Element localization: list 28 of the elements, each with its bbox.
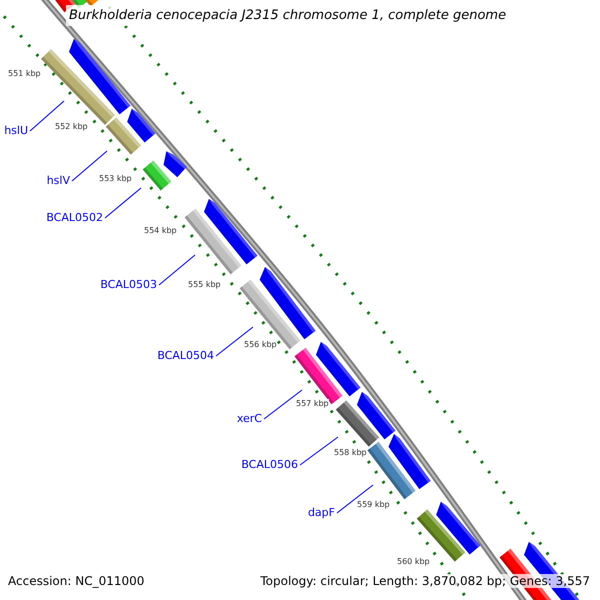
position-label: 558 kbp (334, 448, 367, 458)
gene-label: BCAL0506 (241, 458, 298, 471)
leader-line (336, 484, 374, 514)
gene-label: dapF (308, 506, 335, 519)
gene-label: hslV (46, 174, 70, 187)
gene-label: xerC (236, 412, 262, 425)
position-label: 552 kbp (55, 122, 88, 132)
leader-line (158, 254, 196, 286)
position-label: 556 kbp (244, 340, 277, 350)
leader-line (30, 100, 64, 132)
gene-label: BCAL0503 (100, 278, 157, 291)
position-label: 557 kbp (296, 399, 329, 409)
leader-line (216, 326, 254, 356)
position-label: 560 kbp (397, 557, 430, 567)
position-label: 559 kbp (357, 500, 390, 510)
position-label: 551 kbp (8, 69, 41, 79)
position-label: 555 kbp (188, 280, 221, 290)
gene-label: BCAL0502 (46, 211, 103, 224)
leader-line (264, 390, 302, 420)
position-label: 553 kbp (99, 174, 132, 184)
leader-line (300, 436, 338, 466)
gene-label: BCAL0504 (157, 349, 214, 362)
leader-line (104, 188, 142, 218)
gene-label: hslU (4, 124, 28, 137)
accession-text: Accession: NC_011000 (8, 574, 144, 588)
genome-info-text: Topology: circular; Length: 3,870,082 bp; Genes: 3,557 (260, 574, 590, 588)
position-label: 554 kbp (144, 226, 177, 236)
leader-line (72, 150, 108, 182)
